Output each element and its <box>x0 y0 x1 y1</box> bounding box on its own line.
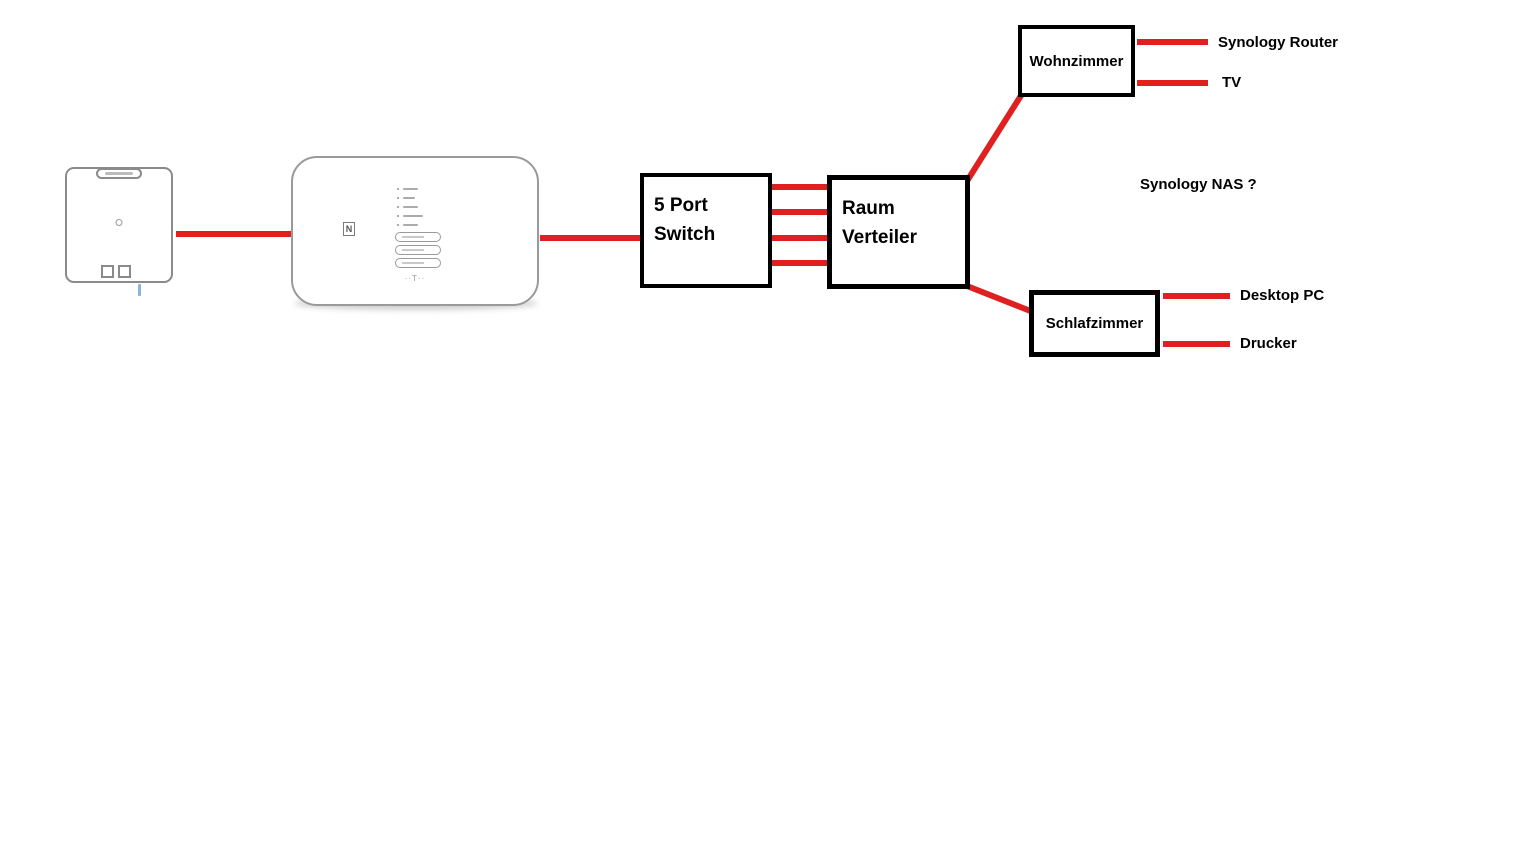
cable-verteiler-schlafzimmer <box>965 283 1035 315</box>
endpoint-label-tv: TV <box>1222 74 1242 91</box>
router-button-pill <box>395 245 441 255</box>
fiber-modem-device <box>65 167 173 283</box>
modem-port-icon <box>118 265 131 278</box>
node-schlafzimmer: Schlafzimmer <box>1029 290 1160 357</box>
node-raum-verteiler: Raum Verteiler <box>827 175 970 289</box>
router-n-logo: N <box>343 222 355 236</box>
router-led-label <box>397 215 423 217</box>
node-label-line: Switch <box>654 224 716 245</box>
node-label-line: Raum <box>842 198 895 219</box>
node-5-port-switch: 5 Port Switch <box>640 173 772 288</box>
modem-port-icon <box>101 265 114 278</box>
node-label: Wohnzimmer <box>1029 52 1124 70</box>
annotation-synology-nas: Synology NAS ? <box>1140 176 1257 193</box>
modem-slot-handle <box>105 172 133 175</box>
node-label-line: 5 Port <box>654 195 708 216</box>
router-device: N ··T·· <box>291 156 539 306</box>
node-label: Schlafzimmer <box>1045 315 1144 332</box>
router-led-label <box>397 188 418 190</box>
router-led-label <box>397 206 418 208</box>
endpoint-label-drucker: Drucker <box>1240 335 1297 352</box>
modem-top-slot <box>96 168 142 179</box>
endpoint-label-desktop-pc: Desktop PC <box>1240 287 1325 304</box>
node-label-line: Verteiler <box>842 227 917 248</box>
router-led-label <box>397 197 415 199</box>
router-button-pill <box>395 232 441 242</box>
router-led-label <box>397 224 418 226</box>
endpoint-label-synology-router: Synology Router <box>1218 34 1339 51</box>
cable-verteiler-wohnzimmer <box>964 92 1025 183</box>
modem-blue-cable <box>138 284 141 296</box>
router-brand-logo: ··T·· <box>404 274 426 283</box>
modem-logo-icon <box>115 219 123 226</box>
router-button-pill <box>395 258 441 268</box>
node-wohnzimmer: Wohnzimmer <box>1018 25 1135 97</box>
